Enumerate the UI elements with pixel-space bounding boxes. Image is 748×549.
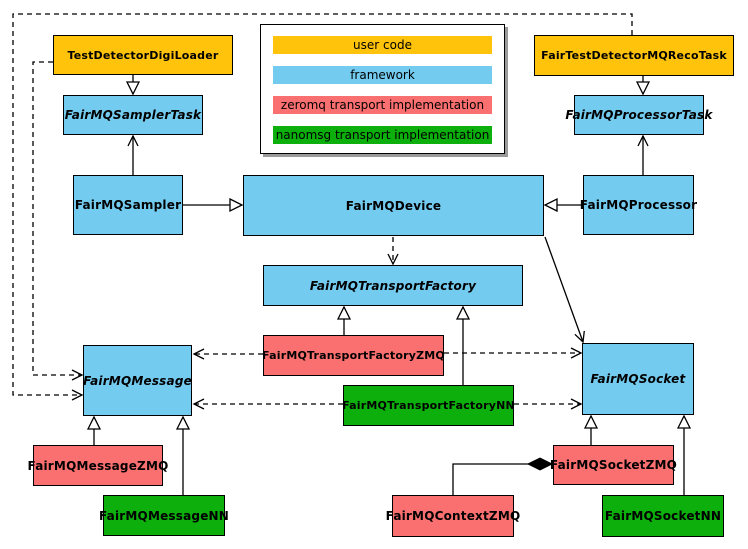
- legend-label: zeromq transport implementation: [280, 98, 485, 112]
- class-name: FairMQContextZMQ: [385, 509, 521, 523]
- class-name: FairMQTransportFactory: [309, 278, 477, 293]
- class-name: FairMQSamplerTask: [64, 108, 202, 122]
- class-name: FairMQSocketNN: [604, 509, 722, 523]
- edge-contextzmq-composition-socketzmq: [452, 457, 554, 495]
- class-box-fairmqtransportfactoryzmq: FairMQTransportFactoryZMQ: [262, 335, 445, 376]
- legend-item-framework: framework: [273, 66, 492, 84]
- class-box-fairtestdetectormqrecotask: FairTestDetectorMQRecoTask: [534, 35, 734, 76]
- legend-item-user-code: user code: [273, 36, 492, 54]
- legend-item-nanomsg: nanomsg transport implementation: [273, 126, 492, 144]
- class-box-fairmqsocketnn: FairMQSocketNN: [602, 495, 724, 537]
- class-box-fairmqsamplertask: FairMQSamplerTask: [63, 95, 203, 135]
- class-name: FairMQSocketZMQ: [549, 458, 678, 472]
- class-box-fairmqdevice: FairMQDevice: [243, 175, 544, 236]
- class-box-fairmqprocessor: FairMQProcessor: [579, 175, 698, 235]
- class-name: FairMQDevice: [345, 198, 442, 213]
- class-box-fairmqsocketzmq: FairMQSocketZMQ: [549, 445, 678, 485]
- class-name: FairTestDetectorMQRecoTask: [541, 49, 727, 62]
- legend: user code framework zeromq transport imp…: [260, 24, 505, 154]
- class-box-fairmqtransportfactorynn: FairMQTransportFactoryNN: [342, 385, 515, 426]
- class-name: FairMQTransportFactoryZMQ: [262, 349, 445, 362]
- class-name: FairMQMessage: [83, 373, 192, 388]
- legend-label: user code: [353, 38, 412, 52]
- class-box-fairmqtransportfactory: FairMQTransportFactory: [263, 265, 523, 306]
- legend-label: nanomsg transport implementation: [275, 128, 490, 142]
- class-name: FairMQSampler: [74, 198, 182, 212]
- class-box-fairmqsampler: FairMQSampler: [73, 175, 183, 235]
- class-name: FairMQProcessorTask: [565, 108, 713, 122]
- class-name: FairMQMessageZMQ: [27, 458, 169, 473]
- class-box-fairmqsocket: FairMQSocket: [582, 343, 694, 415]
- class-box-fairmqcontextzmq: FairMQContextZMQ: [386, 495, 520, 537]
- class-box-fairmqmessagenn: FairMQMessageNN: [99, 495, 229, 536]
- class-box-fairmqmessagezmq: FairMQMessageZMQ: [28, 445, 168, 486]
- class-box-fairmqprocessortask: FairMQProcessorTask: [565, 95, 712, 135]
- class-name: FairMQMessageNN: [98, 508, 230, 523]
- class-box-testdetectordigiloader: TestDetectorDigiLoader: [53, 35, 233, 75]
- class-box-fairmqmessage: FairMQMessage: [83, 345, 192, 416]
- class-name: FairMQSocket: [590, 372, 686, 386]
- edge-device-uses-socket: [544, 236, 585, 344]
- legend-label: framework: [350, 68, 415, 82]
- legend-item-zeromq: zeromq transport implementation: [273, 96, 492, 114]
- class-name: FairMQTransportFactoryNN: [342, 399, 515, 412]
- class-name: FairMQProcessor: [579, 198, 698, 212]
- class-name: TestDetectorDigiLoader: [67, 48, 219, 62]
